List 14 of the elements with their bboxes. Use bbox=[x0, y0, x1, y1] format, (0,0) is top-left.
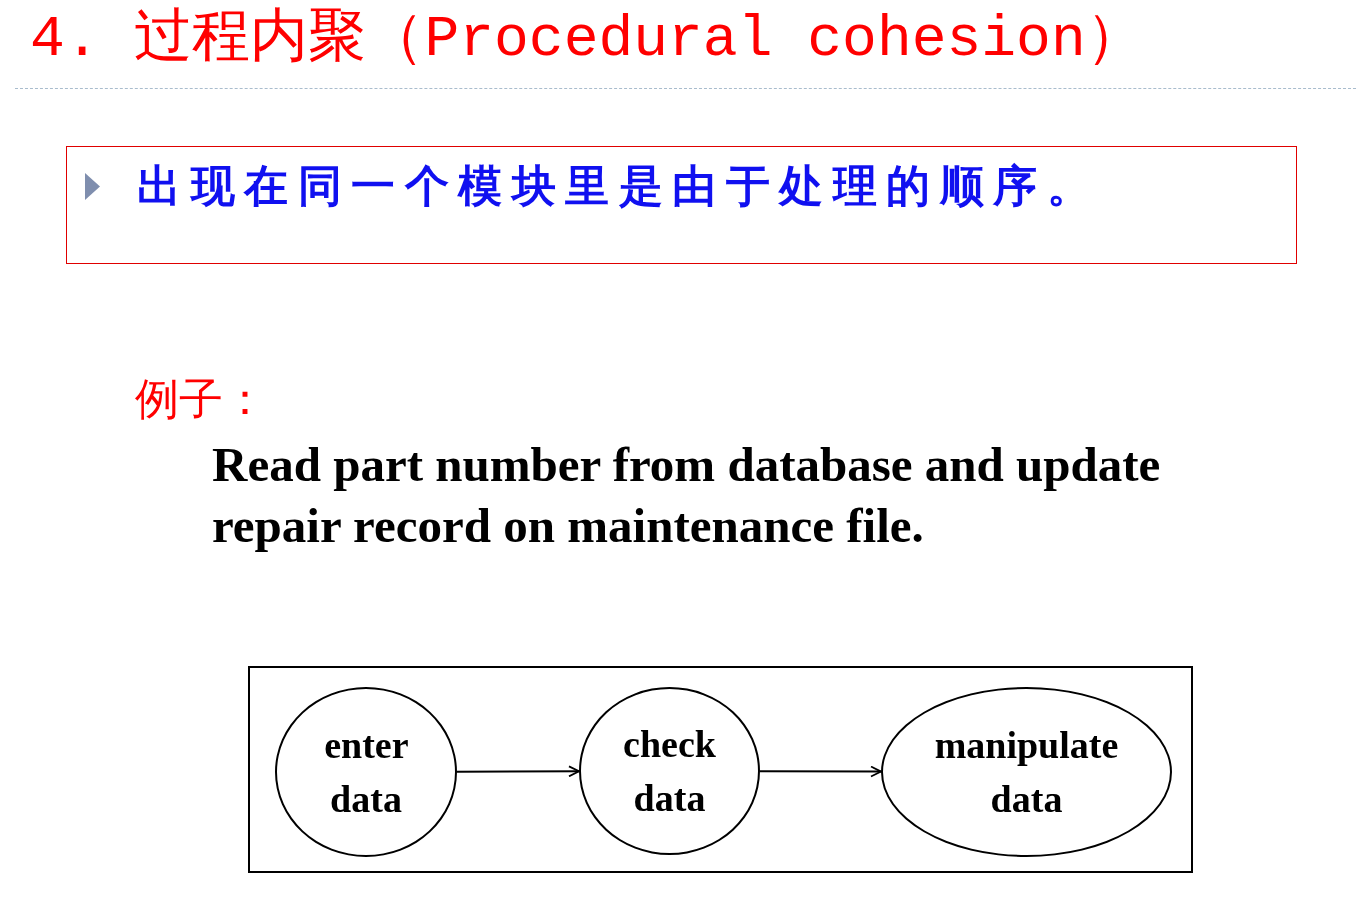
process-ellipse bbox=[579, 687, 760, 855]
process-ellipse bbox=[881, 687, 1172, 857]
callout-box bbox=[66, 146, 1297, 264]
arrow bbox=[759, 765, 882, 778]
node-label: manipulate data bbox=[934, 723, 1119, 822]
example-text: Read part number from database and update repair record on maintenance file. bbox=[212, 436, 1162, 555]
bullet-text: 出现在同一个模块里是由于处理的顺序。 bbox=[137, 161, 1100, 213]
example-label: 例子： bbox=[135, 374, 267, 426]
process-ellipse bbox=[275, 687, 457, 857]
arrow bbox=[456, 765, 580, 778]
node-label: enter data bbox=[324, 723, 408, 822]
node-label: check data bbox=[623, 722, 716, 821]
diagram-frame bbox=[248, 666, 1193, 873]
slide-title: 4. 过程内聚（Procedural cohesion） bbox=[30, 6, 1144, 74]
